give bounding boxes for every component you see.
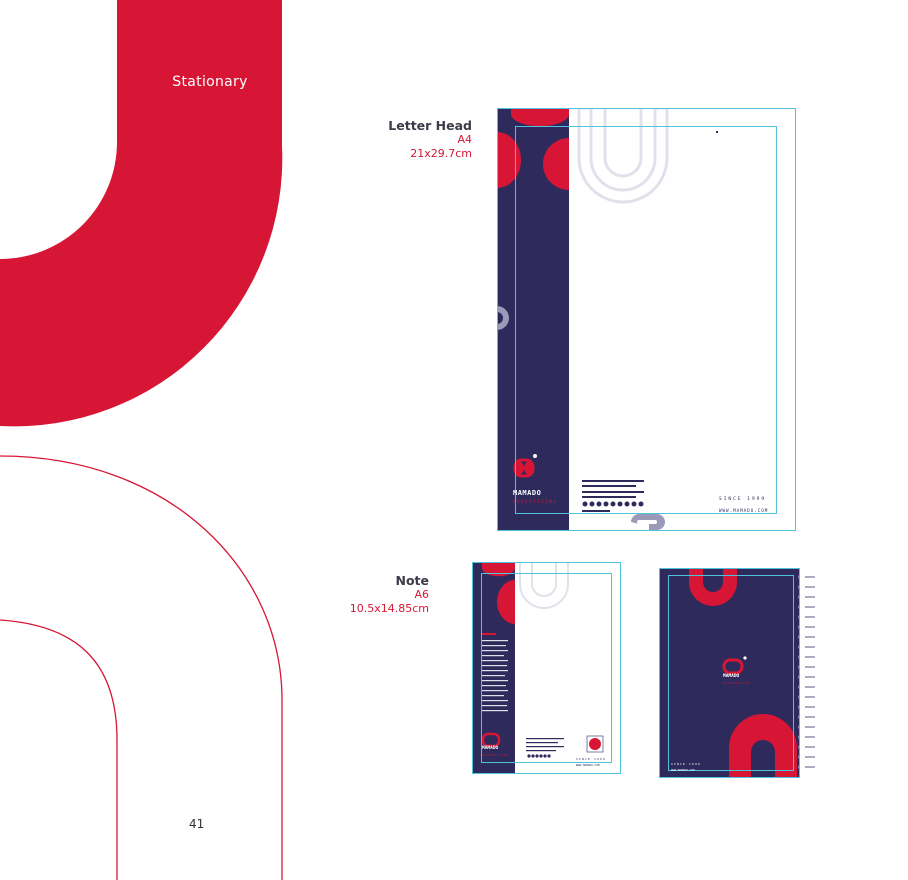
note-back-website: WWW.MAMADO.COM (671, 768, 695, 772)
note-front-artwork (472, 562, 621, 774)
letterhead-logo-name: MAMADO (513, 489, 542, 497)
letterhead-size: A4 (457, 133, 472, 146)
red-arch-shape (0, 0, 283, 427)
note-back-since: SINCE 1999 (671, 762, 702, 766)
note-back-artwork (659, 568, 815, 778)
note-dimensions: 10.5x14.85cm (349, 602, 429, 615)
inner-arch-line (0, 619, 118, 880)
note-back-logo-sub: ADVERTISING (723, 681, 751, 685)
note-back-logo-name: MAMADO (723, 674, 740, 679)
note-title: Note (395, 573, 429, 588)
note-back-mockup: MAMADO ADVERTISING SINCE 1999 WWW.MAMADO… (659, 568, 817, 778)
letterhead-spec: Letter Head A4 21x29.7cm (382, 119, 472, 161)
letterhead-dimensions: 21x29.7cm (410, 147, 472, 160)
outer-arch-line (0, 455, 283, 880)
section-title: Stationary (172, 74, 248, 90)
letterhead-mockup: MAMADO ADVERTISING SINCE 1999 WWW.MAMADO… (497, 108, 796, 531)
note-front-logo-name: MAMADO (482, 746, 499, 751)
letterhead-title: Letter Head (388, 118, 472, 133)
note-spec: Note A6 10.5x14.85cm (339, 574, 429, 616)
note-front-website: WWW.MAMADO.COM (576, 763, 600, 767)
note-front-since: SINCE 1999 (576, 757, 607, 761)
letterhead-logo-sub: ADVERTISING (513, 499, 558, 504)
note-front-logo-sub: ADVERTISING (482, 753, 510, 757)
note-front-mockup: MAMADO ADVERTISING SINCE 1999 WWW.MAMADO… (472, 562, 621, 774)
letterhead-since: SINCE 1999 (719, 497, 767, 502)
letterhead-artwork (497, 108, 796, 531)
note-size: A6 (414, 588, 429, 601)
page-number: 41 (189, 817, 205, 831)
letterhead-website: WWW.MAMADO.COM (719, 508, 769, 513)
